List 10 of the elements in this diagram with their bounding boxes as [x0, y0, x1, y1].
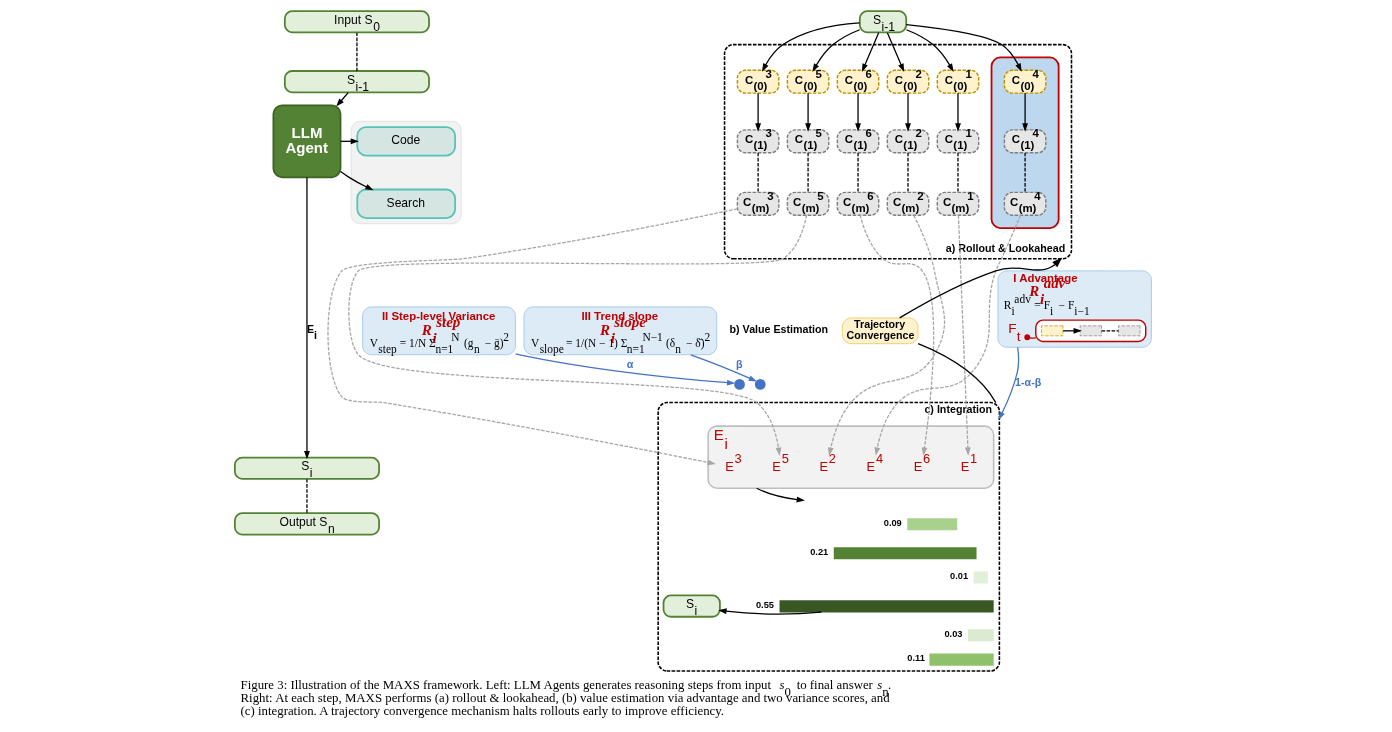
- node-label: 0.11: [907, 653, 925, 664]
- edge-label: β: [735, 358, 743, 371]
- node-label: 0.21: [810, 546, 829, 557]
- node-label: 0.55: [755, 600, 775, 611]
- node-label: 0.09: [883, 518, 902, 529]
- edge-label: α: [626, 358, 634, 371]
- node-label: 0.03: [944, 629, 963, 640]
- node-label: 0.01: [950, 571, 969, 582]
- edge-label: 1-α-β: [1015, 376, 1042, 389]
- label: b) Value Estimation: [729, 322, 829, 335]
